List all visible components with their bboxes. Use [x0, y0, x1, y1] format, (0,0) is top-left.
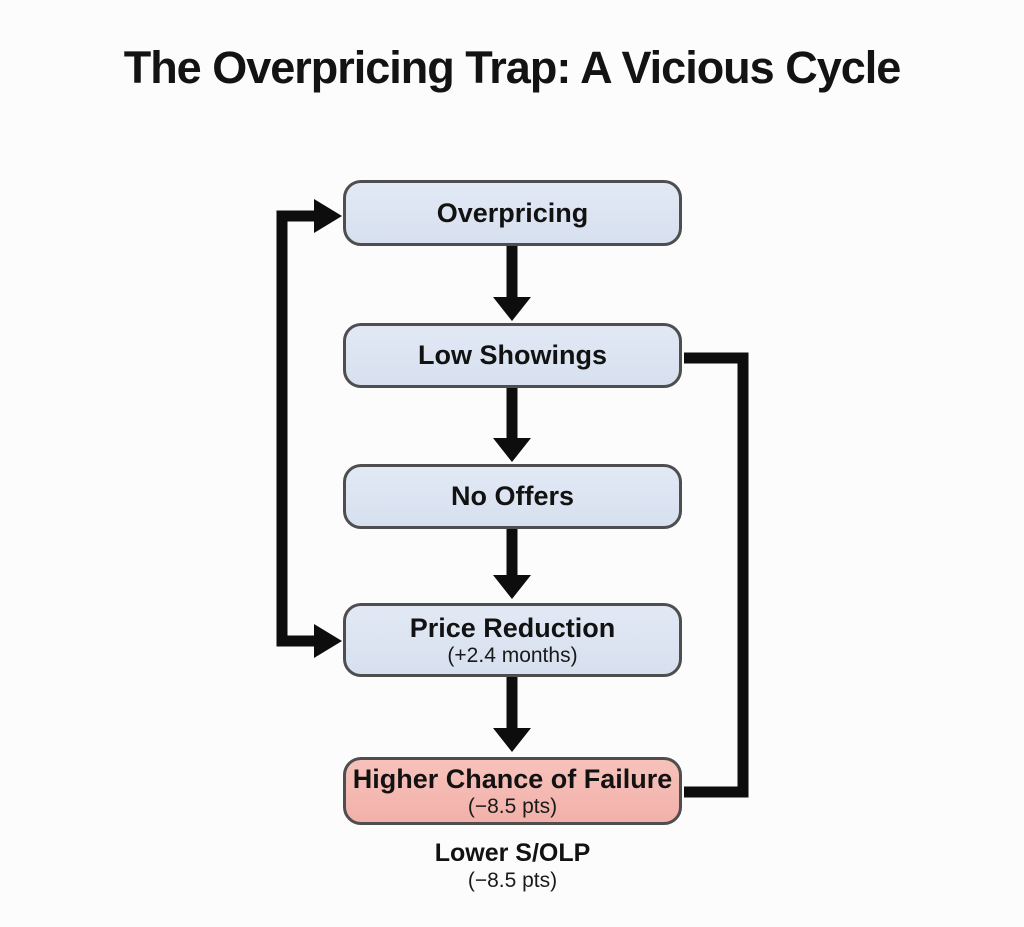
- node-overpricing: Overpricing: [343, 180, 682, 246]
- down-arrow-4-head: [493, 728, 531, 752]
- node-no-offers: No Offers: [343, 464, 682, 529]
- page-title: The Overpricing Trap: A Vicious Cycle: [123, 42, 902, 93]
- node-price-reduction: Price Reduction (+2.4 months): [343, 603, 682, 677]
- node-label: Overpricing: [436, 197, 589, 228]
- node-low-showings: Low Showings: [343, 323, 682, 388]
- left-loop-top-head: [314, 199, 342, 233]
- node-label: Higher Chance of Failure: [352, 763, 673, 794]
- footnote-sublabel: (−8.5 pts): [467, 869, 558, 892]
- down-arrow-3-head: [493, 575, 531, 599]
- node-sublabel: (−8.5 pts): [467, 794, 558, 818]
- footnote-lower-solp: Lower S/OLP (−8.5 pts): [343, 838, 682, 893]
- node-label: Price Reduction: [409, 612, 616, 643]
- node-sublabel: (+2.4 months): [447, 643, 578, 667]
- node-label: No Offers: [450, 481, 575, 512]
- node-higher-chance-of-failure: Higher Chance of Failure (−8.5 pts): [343, 757, 682, 825]
- down-arrow-1-head: [493, 297, 531, 321]
- node-label: Low Showings: [418, 340, 607, 371]
- left-loop-bottom-head: [314, 624, 342, 658]
- footnote-label: Lower S/OLP: [434, 839, 591, 867]
- down-arrow-2-head: [493, 438, 531, 462]
- left-loop-line: [276, 210, 318, 647]
- right-loop-line: [684, 352, 749, 798]
